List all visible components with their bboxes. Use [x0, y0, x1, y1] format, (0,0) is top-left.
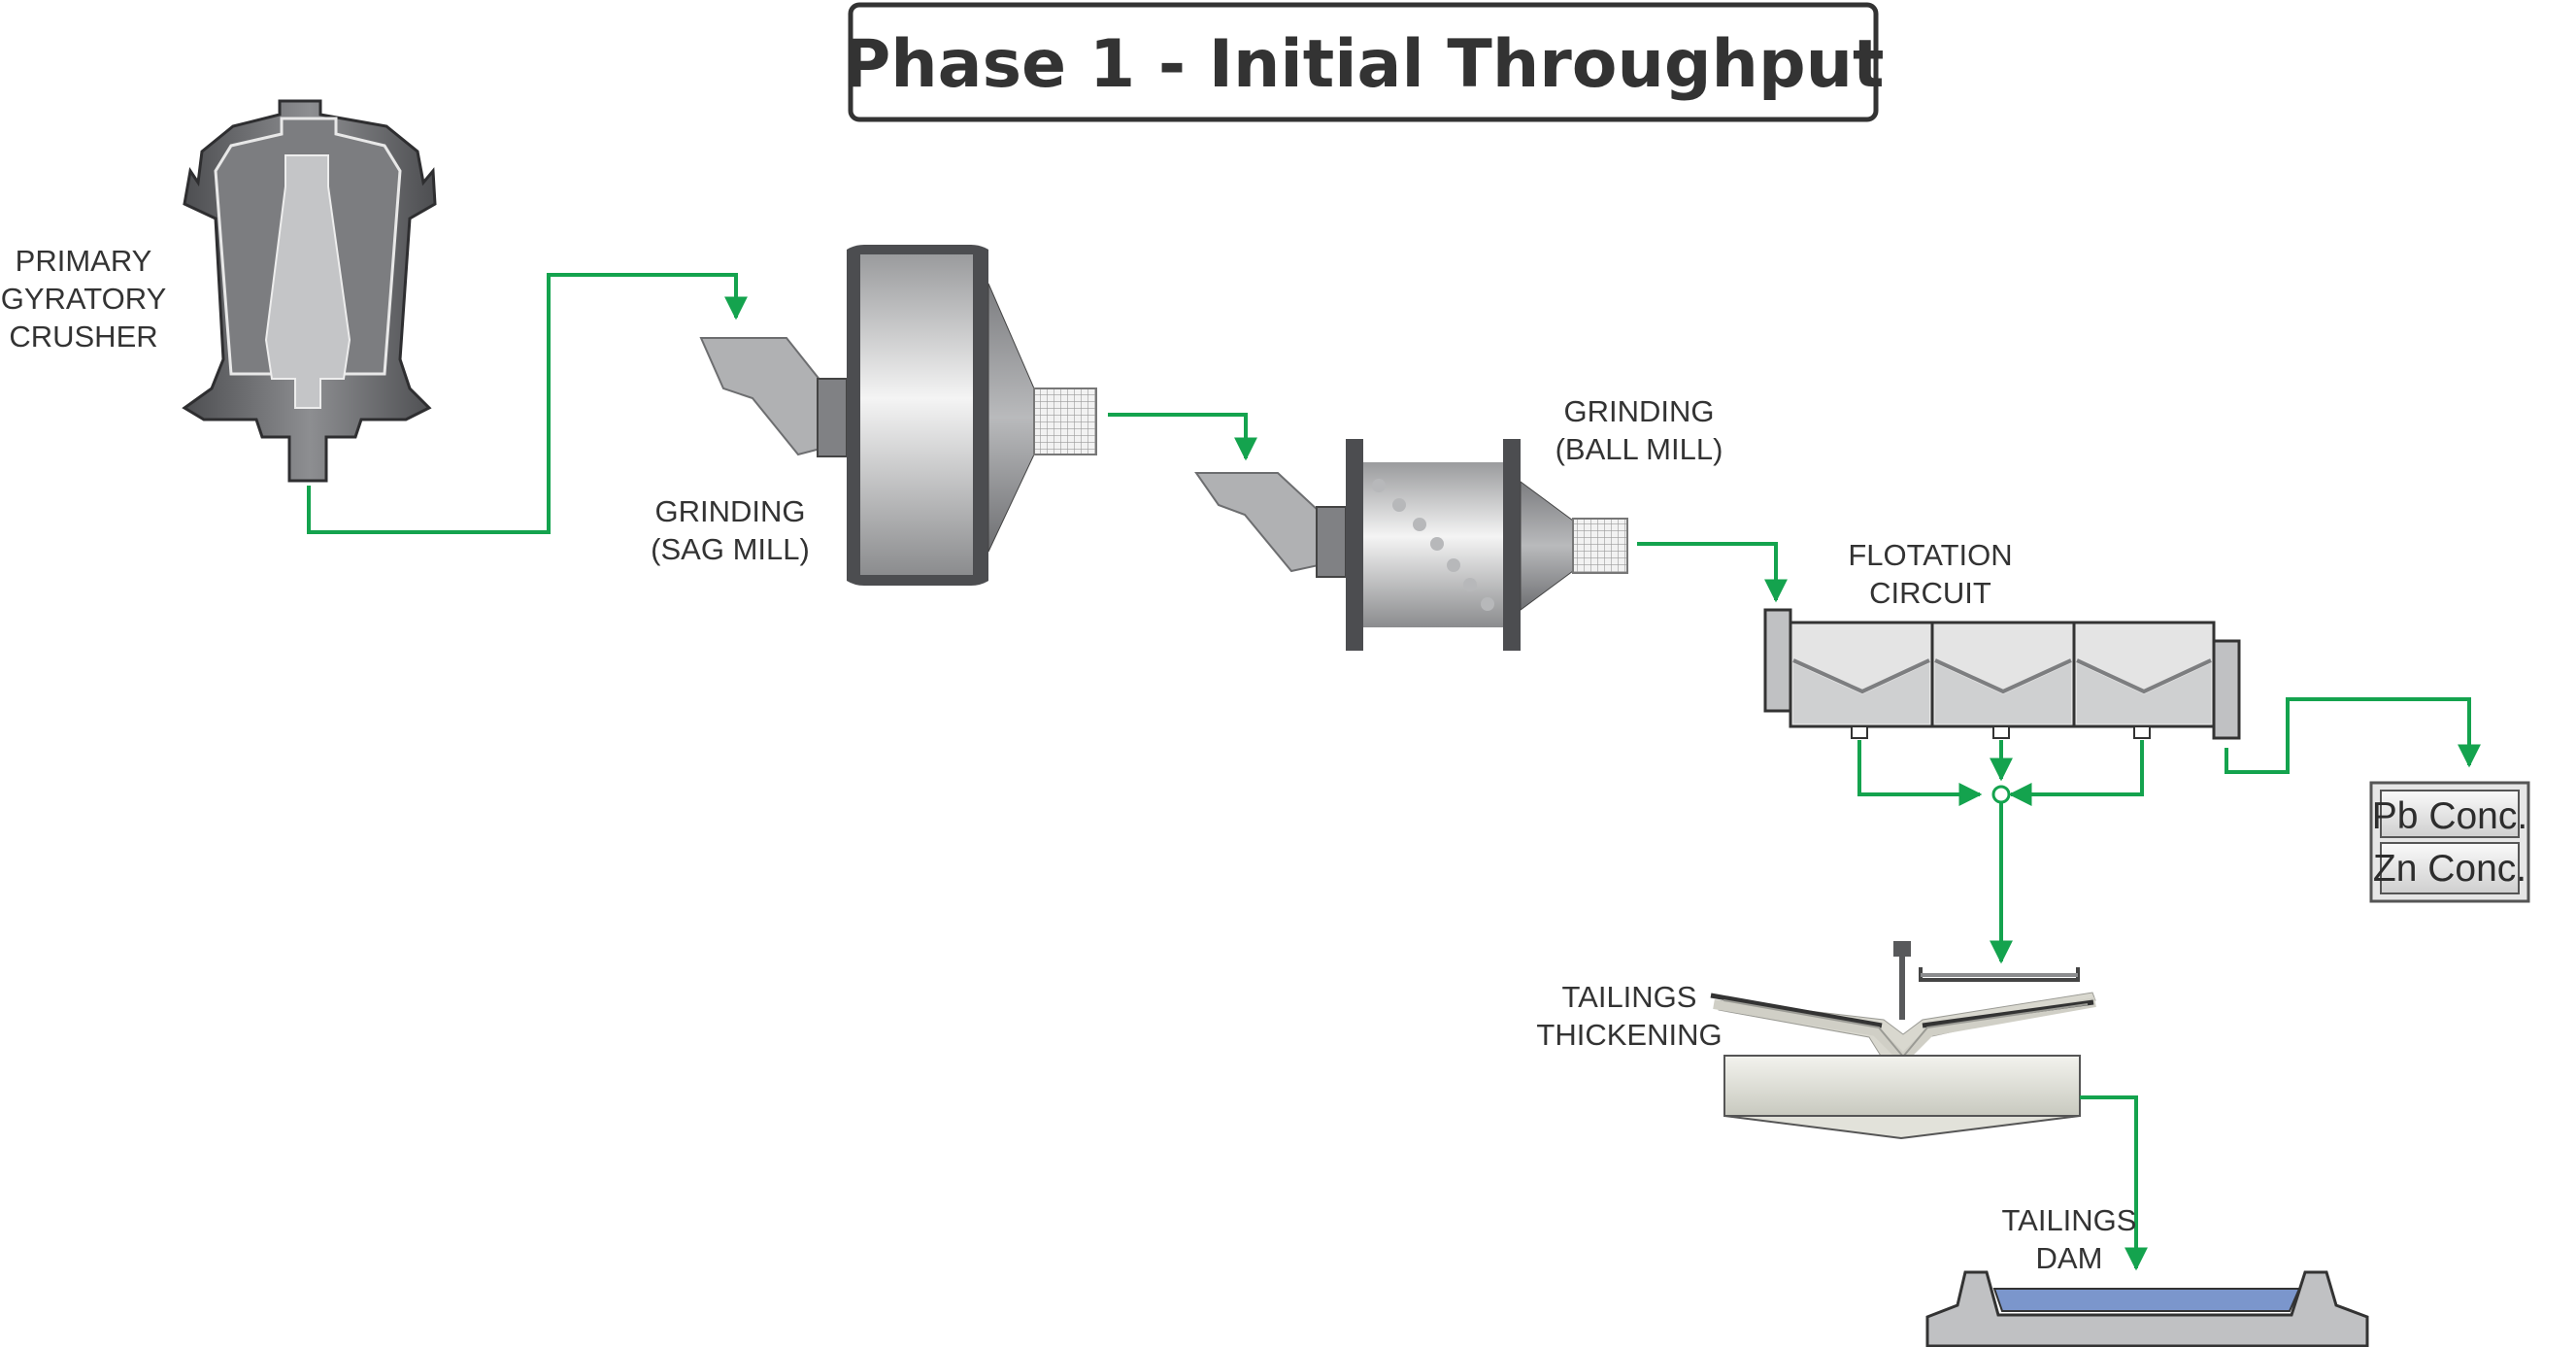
ball-mill-label: GRINDING (BALL MILL) — [1556, 394, 1723, 466]
svg-text:GYRATORY: GYRATORY — [1, 282, 167, 316]
thickening-label: TAILINGS THICKENING — [1536, 980, 1722, 1052]
sag-mill-icon — [699, 245, 1097, 586]
svg-text:THICKENING: THICKENING — [1536, 1018, 1722, 1052]
pb-concentrate-label: Pb Conc. — [2372, 795, 2527, 837]
dam-label: TAILINGS DAM — [2002, 1203, 2137, 1275]
flow-flotation-to-concentrates — [2225, 697, 2481, 774]
flotation-circuit-icon — [1763, 608, 2241, 740]
svg-text:(BALL MILL): (BALL MILL) — [1556, 432, 1723, 466]
sag-mill-label: GRINDING (SAG MILL) — [651, 494, 810, 566]
flow-cell3-tailings — [2008, 740, 2144, 806]
page-title: Phase 1 - Initial Throughput — [842, 26, 1884, 103]
concentrates-box: Pb Conc. Zn Conc. — [2369, 781, 2530, 903]
junction-node — [1991, 785, 2011, 804]
grinding-balls — [1372, 479, 1494, 611]
flow-ball-mill-to-flotation — [1637, 542, 1788, 603]
svg-text:PRIMARY: PRIMARY — [16, 244, 152, 278]
ball-mill-icon — [1194, 439, 1628, 651]
svg-text:TAILINGS: TAILINGS — [2002, 1203, 2137, 1237]
flow-cell1-tailings — [1857, 740, 1983, 806]
flow-sag-to-ball-mill — [1108, 413, 1257, 461]
zn-concentrate-label: Zn Conc. — [2373, 848, 2526, 890]
svg-text:CRUSHER: CRUSHER — [9, 320, 157, 354]
flow-thickener-to-dam — [2080, 1095, 2148, 1271]
svg-text:(SAG MILL): (SAG MILL) — [651, 532, 810, 566]
svg-text:DAM: DAM — [2036, 1241, 2103, 1275]
svg-text:CIRCUIT: CIRCUIT — [1869, 576, 1991, 610]
svg-text:GRINDING: GRINDING — [1564, 394, 1715, 428]
flotation-label: FLOTATION CIRCUIT — [1848, 538, 2012, 610]
svg-text:GRINDING: GRINDING — [655, 494, 806, 528]
flow-crusher-to-sag — [307, 273, 748, 534]
svg-text:FLOTATION: FLOTATION — [1848, 538, 2012, 572]
title-box: Phase 1 - Initial Throughput — [842, 2, 1885, 122]
tailings-dam-icon — [1925, 1270, 2369, 1347]
gyratory-crusher-icon — [182, 99, 437, 483]
thickener-icon — [1710, 941, 2096, 1140]
svg-text:TAILINGS: TAILINGS — [1562, 980, 1697, 1014]
crusher-label: PRIMARY GYRATORY CRUSHER — [1, 244, 167, 354]
